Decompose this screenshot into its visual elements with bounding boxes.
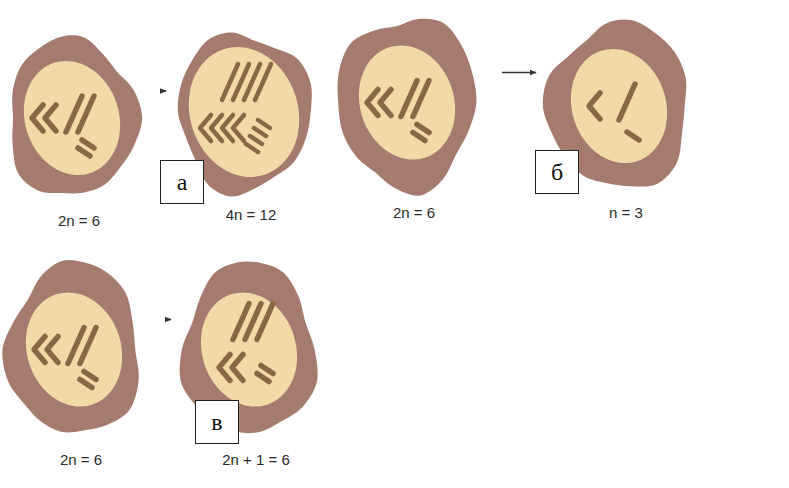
nucleus (172, 33, 316, 192)
ploidy-label: 2n + 1 = 6 (173, 451, 339, 469)
chromosome (261, 366, 273, 374)
cell-drawing (328, 5, 486, 200)
ploidy-label: 2n = 6 (0, 451, 164, 469)
chromosome (78, 96, 94, 132)
chromosome (619, 84, 635, 120)
chromosome (80, 380, 92, 388)
cell-drawing (0, 252, 150, 447)
cytoplasm (180, 261, 318, 433)
chromosome (627, 132, 639, 140)
panel-letter: в (211, 409, 222, 435)
cytoplasm (543, 20, 687, 187)
chromosome (233, 115, 244, 141)
arrow (162, 90, 166, 92)
cell-drawing (0, 28, 146, 208)
chromosome (589, 93, 600, 119)
chromosome (413, 133, 425, 141)
panel-letter: а (177, 169, 188, 195)
chromosome (250, 136, 262, 144)
chromosome (417, 125, 429, 133)
cytoplasm (338, 19, 477, 196)
chromosome (78, 148, 90, 156)
chromosome (80, 328, 96, 364)
chromosome (45, 105, 56, 131)
nucleus (186, 280, 311, 419)
chromosome (246, 144, 258, 152)
chromosome (413, 81, 429, 117)
chromosome (254, 128, 266, 136)
chromosome (255, 64, 271, 100)
cell: n = 3 (538, 12, 714, 230)
nucleus (556, 36, 681, 175)
chromosome (47, 337, 58, 363)
cytoplasm (2, 260, 138, 432)
arrow (166, 319, 171, 321)
chromosome (82, 140, 94, 148)
chromosome (367, 90, 378, 116)
chromosome (219, 355, 230, 381)
chromosome (380, 90, 391, 116)
cell: 2n = 6 (0, 252, 164, 477)
ploidy-label: 2n = 6 (0, 212, 160, 230)
chromosome (84, 372, 96, 380)
letter-box: б (535, 150, 579, 194)
nucleus (344, 33, 469, 172)
chromosome (257, 374, 269, 382)
chromosome (258, 120, 270, 128)
nucleus (9, 48, 134, 187)
chromosome (34, 337, 45, 363)
cell: 2n = 6 (0, 28, 160, 238)
cell: 2n = 6 (328, 5, 500, 230)
chromosome (232, 355, 243, 381)
ploidy-label: 4n = 12 (168, 206, 334, 224)
arrow (502, 72, 536, 74)
letter-box: а (160, 160, 204, 204)
nucleus (11, 280, 136, 419)
panel-letter: б (551, 159, 563, 185)
ploidy-label: 2n = 6 (328, 204, 500, 222)
letter-box: в (195, 400, 239, 444)
ploidy-label: n = 3 (538, 204, 714, 222)
chromosome (257, 304, 273, 340)
chromosome (32, 105, 43, 131)
